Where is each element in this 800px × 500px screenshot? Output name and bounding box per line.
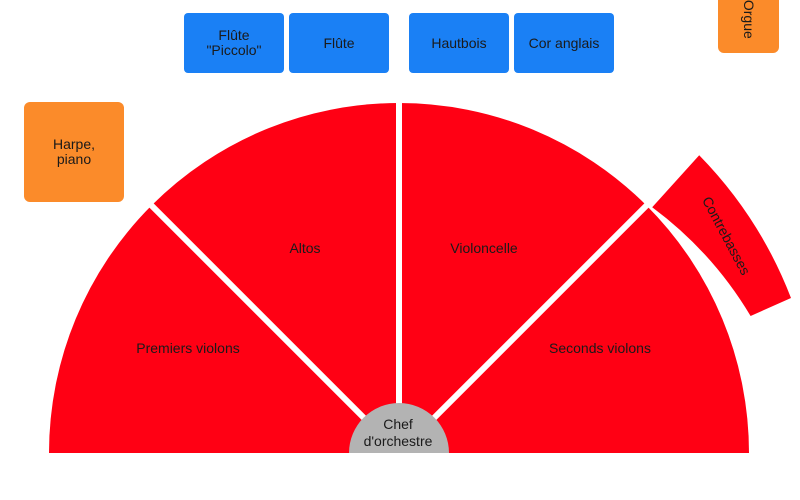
harpe-label-line2: piano: [56, 151, 92, 167]
violoncelle-sector: [399, 103, 647, 453]
piccolo-label-line1: Flûte: [218, 27, 250, 44]
orgue-box: Orgue: [718, 0, 779, 53]
violoncelle-label: Violoncelle: [450, 240, 518, 256]
seconds-violons-sector: [399, 205, 749, 453]
altos-sector: [151, 103, 399, 453]
altos-label: Altos: [289, 240, 320, 256]
separator-line: [396, 200, 652, 456]
hautbois-box: Hautbois: [409, 13, 509, 73]
harpe-label-line1: Harpe,: [52, 136, 96, 153]
premiers-violons-sector: [49, 205, 399, 453]
seconds-violons-label: Seconds violons: [549, 340, 651, 356]
cor-anglais-label: Cor anglais: [528, 34, 600, 51]
harpe-piano-box: Harpe, piano: [24, 102, 124, 202]
contrebasses-sector: [652, 155, 791, 316]
premiers-violons-label: Premiers violons: [136, 340, 239, 356]
cor-anglais-box: Cor anglais: [514, 13, 614, 73]
piccolo-box: Flûte "Piccolo": [184, 13, 284, 73]
flute-label: Flûte: [323, 34, 355, 51]
chef-label-line1: Chef: [383, 416, 413, 432]
separator-line: [146, 200, 402, 456]
hautbois-label: Hautbois: [431, 34, 487, 51]
chef-label-line2: d'orchestre: [364, 433, 433, 449]
chef-orchestre-disc: [349, 403, 449, 453]
flute-box: Flûte: [289, 13, 389, 73]
piccolo-label-line2: "Piccolo": [206, 42, 262, 58]
